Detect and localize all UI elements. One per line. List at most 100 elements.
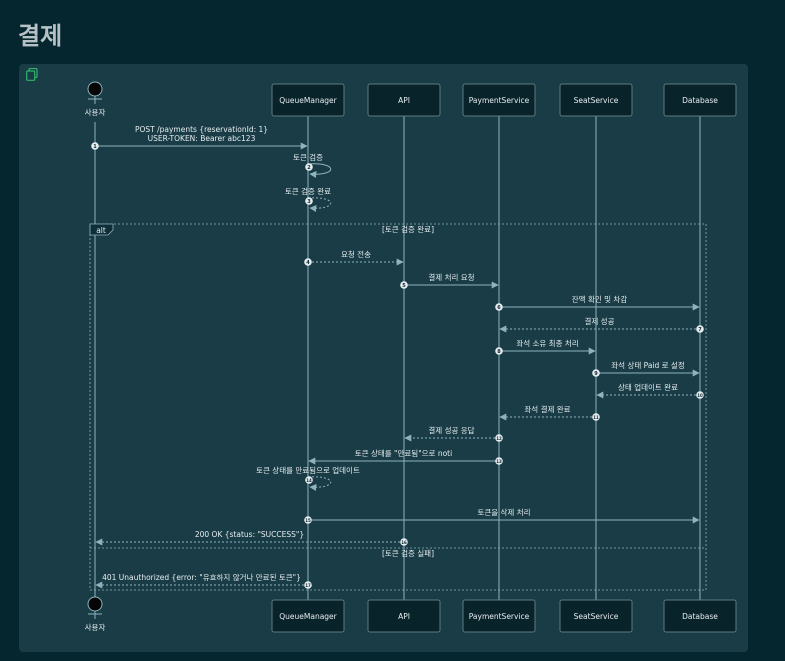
sequence-number: 13 <box>496 459 502 464</box>
sequence-number: 10 <box>697 393 703 398</box>
sequence-number: 9 <box>594 371 598 377</box>
message-4: 4 요청 전송 <box>304 249 404 266</box>
participant-paymentservice-top[interactable]: PaymentService <box>462 83 536 117</box>
participant-seatservice-top[interactable]: SeatService <box>559 83 633 117</box>
participant-label: PaymentService <box>469 96 530 105</box>
actor-icon-top[interactable]: 사용자 <box>85 81 106 117</box>
message-label: 좌석 소유 최종 처리 <box>516 338 578 348</box>
message-label: 200 OK {status: "SUCCESS"} <box>195 530 304 539</box>
message-label: 결제 처리 요청 <box>428 272 474 282</box>
message-5: 5 결제 처리 요청 <box>400 272 499 289</box>
message-label: 토큰 검증 완료 <box>285 186 331 196</box>
sequence-number-badge <box>495 347 503 355</box>
sequence-number-badge <box>495 434 503 442</box>
sequence-number-badge <box>400 538 408 546</box>
sequence-number-badge <box>305 476 313 484</box>
alt-frame: alt [토큰 검증 완료] [토큰 검증 실패] <box>89 223 707 591</box>
message-label: 401 Unauthorized {error: "유효하지 않거나 만료된 토… <box>102 572 301 582</box>
sequence-number-badge <box>696 391 704 399</box>
sequence-number-badge <box>592 413 600 421</box>
sequence-number: 6 <box>497 305 501 311</box>
sequence-number: 11 <box>593 415 599 420</box>
message-3: 3 토큰 검증 완료 <box>285 186 332 212</box>
participant-queuemanager-bottom[interactable]: QueueManager <box>271 599 345 633</box>
sequence-number: 17 <box>305 583 311 588</box>
message-12: 12 결제 성공 응답 <box>404 425 503 442</box>
sequence-number: 16 <box>401 540 407 545</box>
participant-seatservice-bottom[interactable]: SeatService <box>559 599 633 633</box>
sequence-number: 2 <box>307 165 311 171</box>
participant-paymentservice-bottom[interactable]: PaymentService <box>462 599 536 633</box>
message-label: 요청 전송 <box>341 249 371 259</box>
sequence-number-badge <box>305 163 313 171</box>
participant-label: SeatService <box>574 96 619 105</box>
message-label: 좌석 상태 Paid 로 설정 <box>611 360 684 370</box>
message-label: 토큰 상태를 만료됨으로 업데이트 <box>256 465 360 475</box>
copy-icon[interactable] <box>26 68 38 81</box>
message-11: 11 좌석 결제 완료 <box>499 404 600 421</box>
participant-label: QueueManager <box>279 612 337 621</box>
message-label: 결제 성공 <box>585 316 615 326</box>
message-label: 토큰을 삭제 처리 <box>477 507 530 517</box>
participant-label: API <box>398 612 410 621</box>
sequence-number-badge <box>305 197 313 205</box>
sequence-number: 3 <box>307 199 311 205</box>
message-16: 16 200 OK {status: "SUCCESS"} <box>95 530 408 546</box>
sequence-number: 1 <box>93 144 97 150</box>
sequence-number-badge <box>495 457 503 465</box>
participant-api-bottom[interactable]: API <box>367 599 441 633</box>
message-label: 좌석 결제 완료 <box>524 404 570 414</box>
sequence-number-badge <box>304 516 312 524</box>
participant-label: PaymentService <box>469 612 530 621</box>
participant-database-bottom[interactable]: Database <box>663 599 737 633</box>
message-arrow <box>307 197 332 212</box>
sequence-number: 5 <box>402 283 406 289</box>
sequence-number-badge <box>592 369 600 377</box>
message-14: 14 토큰 상태를 만료됨으로 업데이트 <box>256 465 360 491</box>
message-label: POST /payments {reservationId: 1} <box>135 125 268 134</box>
participant-queuemanager-top[interactable]: QueueManager <box>271 83 345 117</box>
message-arrow <box>307 476 332 491</box>
message-label: 토큰 검증 <box>293 152 323 162</box>
sequence-number: 4 <box>306 260 310 266</box>
message-2: 2 토큰 검증 <box>293 152 332 178</box>
participant-label: Database <box>682 96 718 105</box>
message-1: 1 POST /payments {reservationId: 1}USER-T… <box>91 125 308 150</box>
sequence-number-badge <box>696 325 704 333</box>
message-arrow <box>307 163 332 178</box>
alt-condition: [토큰 검증 완료] <box>382 224 434 234</box>
participant-label: SeatService <box>574 612 619 621</box>
sequence-number: 15 <box>305 518 311 523</box>
alt-else-condition: [토큰 검증 실패] <box>382 548 434 558</box>
message-label: USER-TOKEN: Bearer abc123 <box>148 134 256 143</box>
sequence-number-badge <box>495 303 503 311</box>
participant-label: Database <box>682 612 718 621</box>
page-title: 결제 <box>18 22 63 50</box>
alt-tag: alt <box>96 226 106 235</box>
sequence-number: 14 <box>306 478 312 483</box>
sequence-number-badge <box>400 281 408 289</box>
message-7: 7 결제 성공 <box>499 316 704 333</box>
message-label: 잔액 확인 및 차감 <box>572 294 628 304</box>
message-15: 15 토큰을 삭제 처리 <box>304 507 700 524</box>
sequence-number-badge <box>91 142 99 150</box>
actor-label: 사용자 <box>85 108 106 117</box>
sequence-number: 8 <box>497 349 501 355</box>
actor-label: 사용자 <box>85 623 106 632</box>
actor-icon-bottom[interactable]: 사용자 <box>85 596 106 632</box>
message-8: 8 좌석 소유 최종 처리 <box>495 338 596 355</box>
message-17: 17 401 Unauthorized {error: "유효하지 않거나 만료된… <box>95 572 312 589</box>
sequence-number: 7 <box>698 327 702 333</box>
sequence-number: 12 <box>496 436 502 441</box>
message-9: 9 좌석 상태 Paid 로 설정 <box>592 360 700 377</box>
message-label: 결제 성공 응답 <box>428 425 474 435</box>
participant-database-top[interactable]: Database <box>663 83 737 117</box>
sequence-number-badge <box>304 258 312 266</box>
message-6: 6 잔액 확인 및 차감 <box>495 294 700 311</box>
participant-label: API <box>398 96 410 105</box>
participant-label: QueueManager <box>279 96 337 105</box>
participant-api-top[interactable]: API <box>367 83 441 117</box>
